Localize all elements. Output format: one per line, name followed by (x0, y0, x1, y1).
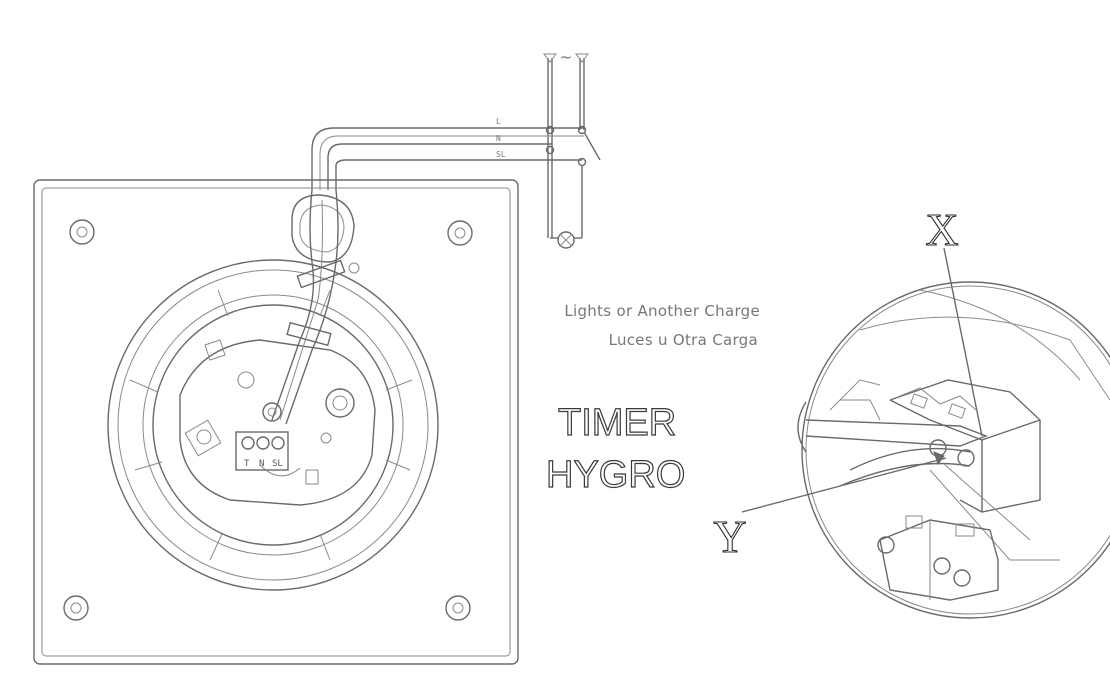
mounting-screw-icon (445, 595, 471, 621)
terminal-detail-view (741, 247, 1110, 619)
terminal-label-n: N (259, 459, 264, 469)
detail-label-x: X (925, 204, 958, 255)
wire-label-l: L (496, 117, 501, 126)
terminal-label-sl: SL (272, 459, 283, 469)
wire-label-n: N (496, 134, 501, 143)
load-label-es: Luces u Otra Carga (609, 331, 758, 349)
mode-label-hygro: HYGRO (546, 454, 685, 496)
terminal-label-t: T (244, 459, 250, 469)
lamp-icon (557, 231, 575, 249)
detail-label-y: Y (713, 511, 746, 562)
mounting-screw-icon (69, 219, 95, 245)
supply-circuit: ~ L N SL (311, 48, 601, 249)
mounting-screw-icon (447, 220, 473, 246)
wire-label-sl: SL (496, 150, 506, 159)
supply-symbol: ~ (560, 48, 573, 66)
mounting-screw-icon (63, 595, 89, 621)
mode-label-timer: TIMER (558, 402, 676, 444)
fan-unit: T N SL (33, 179, 519, 665)
load-label-en: Lights or Another Charge (564, 302, 760, 320)
